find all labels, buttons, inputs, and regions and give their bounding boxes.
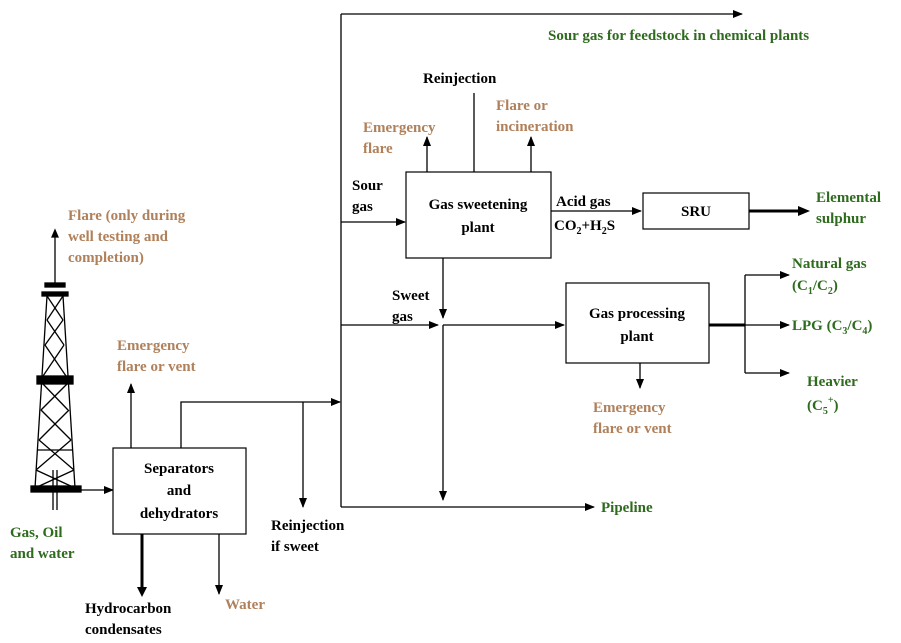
elemental-sulphur-line-1: Elemental: [816, 190, 881, 206]
reinjection-sweet-line-2: if sweet: [271, 539, 319, 555]
well-flare-line-3: completion): [68, 250, 144, 266]
lpg-label: LPG (C3/C4): [792, 318, 872, 337]
well-flare-line-1: Flare (only during: [68, 208, 186, 224]
natural-gas-line-1: Natural gas: [792, 256, 867, 272]
natural-gas-label: Natural gas (C1/C2): [792, 256, 867, 297]
sweetening-box: Gas sweetening plant: [405, 171, 552, 259]
reinjection-sweet-line-1: Reinjection: [271, 518, 345, 534]
heavier-line-2: (C5+): [807, 395, 839, 417]
separators-label-1: Separators: [144, 461, 214, 477]
sweetening-label-2: plant: [461, 220, 494, 236]
sulphur-arrowhead: [798, 206, 810, 216]
heavier-label: Heavier (C5+): [807, 374, 858, 417]
emergency-flare-label: Emergency flare: [363, 120, 436, 157]
elemental-sulphur-label: Elemental sulphur: [816, 190, 881, 227]
hydrocarbon-line-1: Hydrocarbon: [85, 601, 172, 617]
hydrocarbon-line-2: condensates: [85, 622, 162, 638]
sep-flare-line-2: flare or vent: [117, 359, 196, 375]
sweet-gas-line-2: gas: [392, 309, 413, 325]
hydrocarbon-arrowhead: [137, 587, 147, 597]
sour-gas-line-2: gas: [352, 199, 373, 215]
proc-flare-line-1: Emergency: [593, 400, 666, 416]
gas-oil-water-label: Gas, Oil and water: [10, 525, 75, 562]
proc-flare-line-2: flare or vent: [593, 421, 672, 437]
natural-gas-line-2: (C1/C2): [792, 278, 838, 297]
separators-gas-line: [180, 398, 341, 448]
flare-incineration-line-2: incineration: [496, 119, 574, 135]
processing-box: Gas processing plant: [565, 282, 710, 364]
gas-oil-water-line-2: and water: [10, 546, 75, 562]
sour-gas-label: Sour gas: [352, 178, 383, 215]
sour-gas-line-1: Sour: [352, 178, 383, 194]
separators-flare-label: Emergency flare or vent: [117, 338, 196, 375]
separators-label-2: and: [167, 483, 192, 499]
well-flare-line-2: well testing and: [68, 229, 169, 245]
sru-box: SRU: [642, 192, 750, 230]
oil-derrick-icon: [30, 228, 82, 510]
processing-label-1: Gas processing: [589, 306, 685, 322]
well-flare-label: Flare (only during well testing and comp…: [68, 208, 186, 266]
gas-oil-water-line-1: Gas, Oil: [10, 525, 63, 541]
reinjection-sweet-label: Reinjection if sweet: [271, 518, 345, 555]
pipeline-label: Pipeline: [601, 500, 653, 516]
sour-gas-feedstock-label: Sour gas for feedstock in chemical plant…: [548, 28, 809, 44]
acid-gas-label: Acid gas: [556, 194, 611, 210]
sru-label: SRU: [681, 204, 711, 220]
processing-label-2: plant: [620, 329, 653, 345]
hydrocarbon-label: Hydrocarbon condensates: [85, 601, 172, 638]
separators-label-3: dehydrators: [140, 506, 218, 522]
reinjection-label: Reinjection: [423, 71, 497, 87]
flow-lines: [78, 10, 810, 597]
sweet-gas-line-1: Sweet: [392, 288, 430, 304]
sep-flare-line-1: Emergency: [117, 338, 190, 354]
flare-incineration-line-1: Flare or: [496, 98, 548, 114]
water-label: Water: [225, 597, 265, 613]
elemental-sulphur-line-2: sulphur: [816, 211, 866, 227]
emergency-flare-line-2: flare: [363, 141, 393, 157]
flare-incineration-label: Flare or incineration: [496, 98, 574, 135]
sweetening-label-1: Gas sweetening: [429, 197, 528, 213]
acid-gas-formula: CO2+H2S: [554, 218, 615, 237]
sweet-gas-label: Sweet gas: [392, 288, 430, 325]
separators-box: Separators and dehydrators: [112, 447, 247, 535]
emergency-flare-line-1: Emergency: [363, 120, 436, 136]
processing-flare-label: Emergency flare or vent: [593, 400, 672, 437]
heavier-line-1: Heavier: [807, 374, 858, 390]
